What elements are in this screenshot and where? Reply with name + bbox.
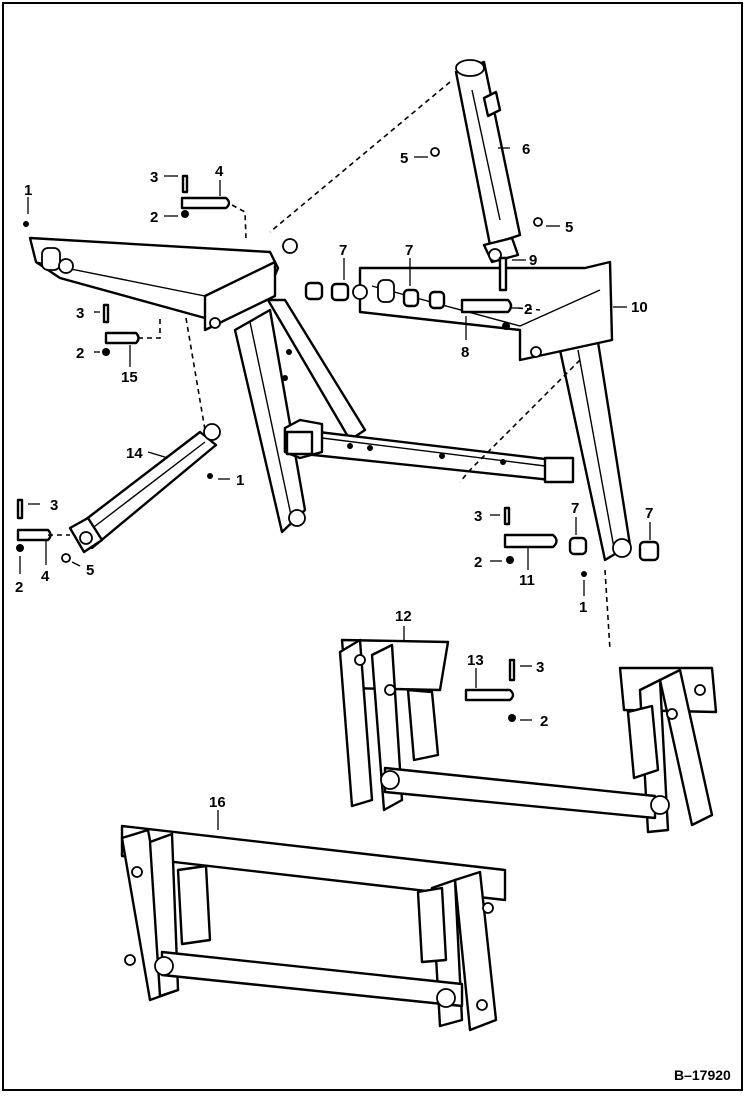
callout-7: 7 xyxy=(571,500,579,517)
drawing-reference: B–17920 xyxy=(674,1067,731,1083)
callout-2: 2 xyxy=(15,579,23,596)
callout-10: 10 xyxy=(631,299,648,316)
callout-16: 16 xyxy=(209,794,226,811)
callout-3: 3 xyxy=(50,497,58,514)
callout-12: 12 xyxy=(395,608,412,625)
callout-6: 6 xyxy=(522,141,530,158)
callout-3: 3 xyxy=(474,508,482,525)
callout-13: 13 xyxy=(467,652,484,669)
quick-tach-12 xyxy=(338,638,718,834)
callout-2: 2 xyxy=(524,301,532,318)
callout-3: 3 xyxy=(150,169,158,186)
left-cylinder xyxy=(68,423,221,554)
callout-9: 9 xyxy=(529,252,537,269)
main-frame xyxy=(28,236,632,562)
callout-14: 14 xyxy=(126,445,143,462)
callout-15: 15 xyxy=(121,369,138,386)
callout-3: 3 xyxy=(536,659,544,676)
callout-5: 5 xyxy=(565,219,573,236)
callout-1: 1 xyxy=(24,182,32,199)
assembly-lines xyxy=(48,81,611,651)
callout-8: 8 xyxy=(461,344,469,361)
callout-11: 11 xyxy=(519,572,535,589)
callout-4: 4 xyxy=(215,163,224,180)
callout-5: 5 xyxy=(400,150,408,167)
callout-7: 7 xyxy=(339,242,347,259)
hardware xyxy=(16,147,660,722)
callout-7: 7 xyxy=(405,242,413,259)
callout-1: 1 xyxy=(579,599,587,616)
callout-2: 2 xyxy=(150,209,158,226)
callout-2: 2 xyxy=(76,345,84,362)
callout-5: 5 xyxy=(86,562,94,579)
callout-4: 4 xyxy=(41,568,50,585)
callout-2: 2 xyxy=(474,554,482,571)
callout-3: 3 xyxy=(76,305,84,322)
callout-1: 1 xyxy=(236,472,244,489)
tilt-cylinder xyxy=(454,59,522,264)
callout-labels: 1 1 1 2 2 2 2 2 2 3 3 3 3 3 4 4 5 5 5 6 … xyxy=(15,141,653,811)
leader-lines xyxy=(19,147,651,830)
callout-2: 2 xyxy=(540,713,548,730)
callout-7: 7 xyxy=(645,505,653,522)
quick-tach-16 xyxy=(120,824,507,1032)
